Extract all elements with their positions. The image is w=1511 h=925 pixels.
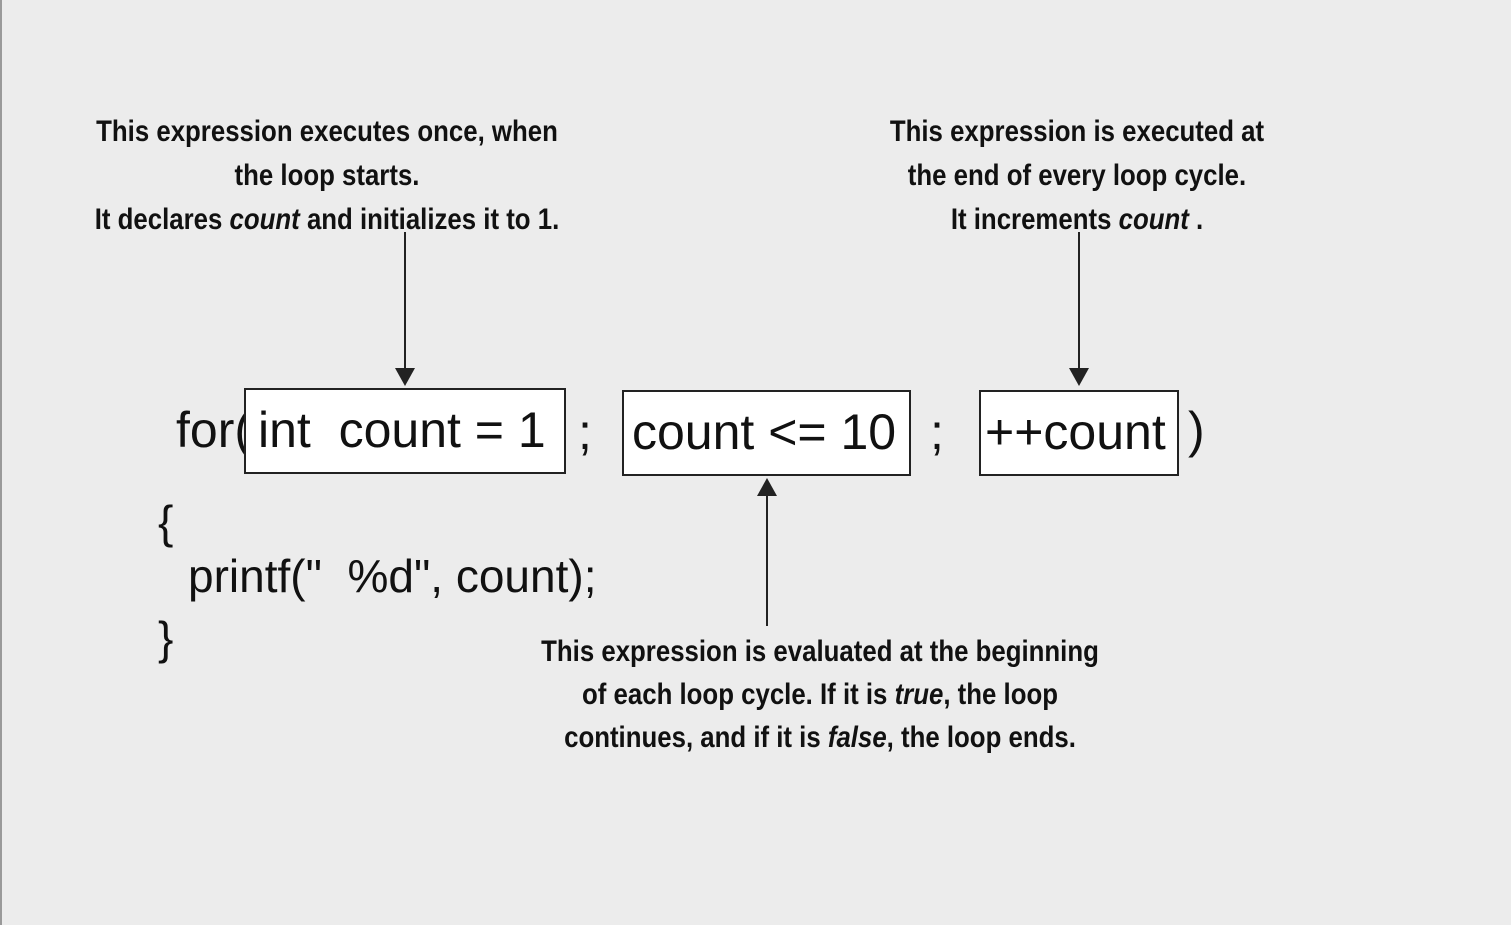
- init-annotation-line3-em: count: [229, 203, 300, 236]
- condition-arrow: [757, 478, 777, 626]
- init-annotation-line3: It declares count and initializes it to …: [82, 198, 572, 242]
- init-annotation: This expression executes once, when the …: [82, 110, 572, 242]
- init-annotation-line2: the loop starts.: [234, 159, 420, 192]
- condition-annotation-line2-em: true: [894, 678, 944, 711]
- condition-annotation-line3-post: , the loop ends.: [886, 721, 1076, 754]
- increment-annotation: This expression is executed at the end o…: [866, 110, 1287, 242]
- init-annotation-line3-post: and initializes it to 1.: [299, 203, 560, 236]
- close-paren: ): [1188, 402, 1205, 458]
- increment-annotation-line3-post: .: [1188, 203, 1204, 236]
- init-arrow: [395, 232, 415, 386]
- increment-arrow: [1069, 232, 1089, 386]
- init-annotation-line3-pre: It declares: [94, 203, 230, 236]
- close-brace: }: [158, 612, 174, 664]
- condition-annotation-line3-em: false: [827, 721, 887, 754]
- separator-2: ;: [930, 404, 944, 460]
- loop-body-statement: printf(" %d", count);: [188, 550, 597, 602]
- increment-annotation-line2: the end of every loop cycle.: [907, 159, 1247, 192]
- condition-annotation-line2: of each loop cycle. If it is true, the l…: [502, 673, 1138, 716]
- increment-annotation-line3-em: count: [1118, 203, 1189, 236]
- increment-expression-box: ++count: [979, 390, 1179, 476]
- condition-annotation-line2-pre: of each loop cycle. If it is: [582, 678, 895, 711]
- init-annotation-line1: This expression executes once, when: [96, 115, 558, 148]
- separator-1: ;: [578, 404, 592, 460]
- increment-annotation-line1: This expression is executed at: [889, 115, 1265, 148]
- increment-annotation-line3-pre: It increments: [950, 203, 1119, 236]
- for-keyword: for(: [176, 402, 251, 458]
- condition-expression-box: count <= 10: [622, 390, 911, 476]
- condition-annotation-line1: This expression is evaluated at the begi…: [541, 635, 1099, 668]
- condition-annotation-line3-pre: continues, and if it is: [564, 721, 828, 754]
- condition-annotation-line3: continues, and if it is false, the loop …: [502, 716, 1138, 759]
- increment-annotation-line3: It increments count .: [866, 198, 1287, 242]
- open-brace: {: [158, 496, 174, 548]
- condition-annotation-line2-post: , the loop: [943, 678, 1058, 711]
- condition-annotation: This expression is evaluated at the begi…: [502, 630, 1138, 759]
- init-expression-box: int count = 1: [244, 388, 566, 474]
